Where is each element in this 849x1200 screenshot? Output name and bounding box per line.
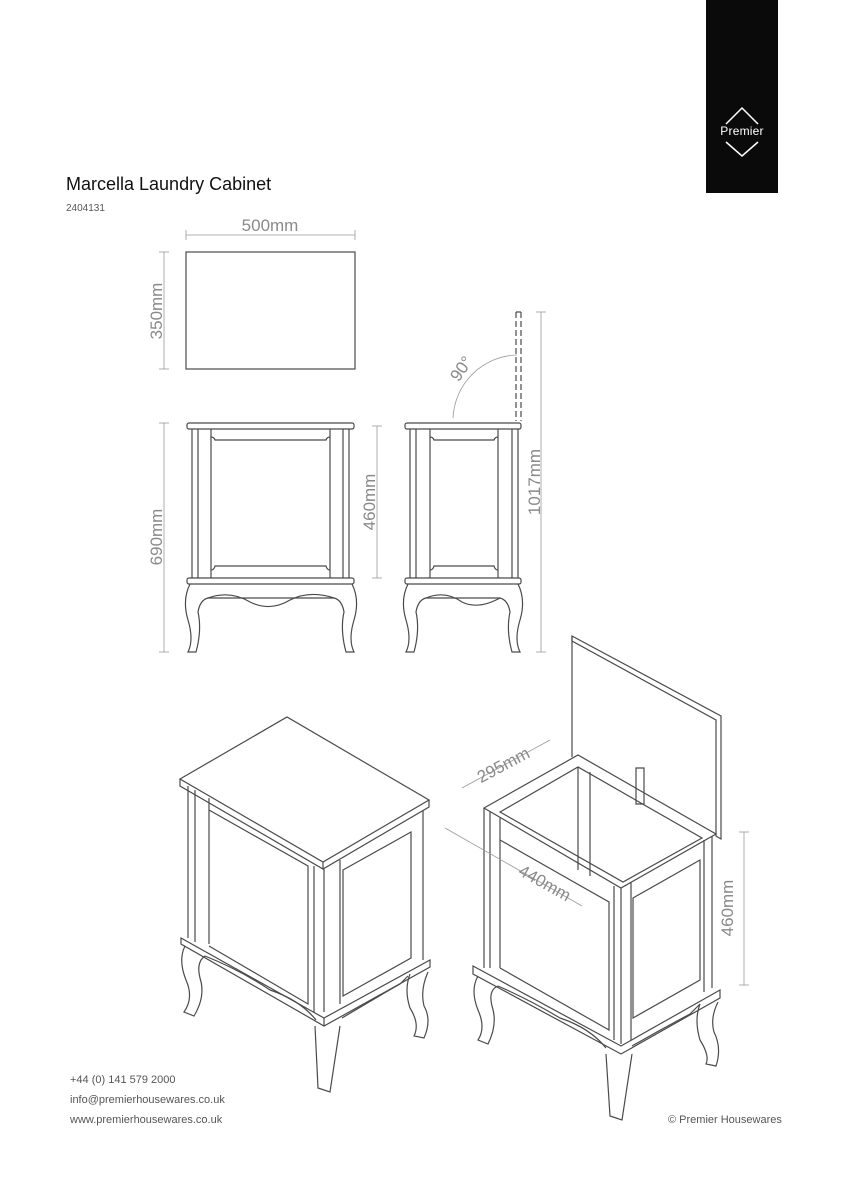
dimension-labels: 500mm 350mm 690mm 460mm 1017mm 90° 295mm…: [147, 216, 737, 936]
side-view: [402, 311, 524, 653]
dim-inner-depth: 295mm: [474, 743, 533, 786]
dim-top-width: 500mm: [242, 216, 299, 235]
isometric-open-view: [472, 634, 722, 1121]
diamond-logo-icon: [725, 106, 759, 157]
top-view: [185, 251, 356, 370]
contact-email[interactable]: info@premierhousewares.co.uk: [70, 1094, 225, 1106]
front-view: [184, 422, 358, 653]
brand-logo-text: Premier: [720, 124, 764, 138]
dim-inner-height: 460mm: [718, 880, 737, 937]
copyright-text: © Premier Housewares: [668, 1114, 782, 1126]
dim-body-height: 460mm: [360, 474, 379, 531]
product-title: Marcella Laundry Cabinet: [66, 174, 272, 194]
dim-lid-angle: 90°: [446, 353, 476, 385]
dimension-lines: [159, 230, 749, 986]
dim-top-depth: 350mm: [147, 283, 166, 340]
dim-open-height: 1017mm: [525, 449, 544, 515]
dim-inner-width: 440mm: [515, 861, 574, 905]
contact-phone: +44 (0) 141 579 2000: [70, 1074, 176, 1086]
contact-website[interactable]: www.premierhousewares.co.uk: [70, 1114, 223, 1126]
isometric-closed-view: [178, 716, 431, 1093]
product-code: 2404131: [66, 203, 105, 214]
brand-logo-band: Premier: [706, 0, 778, 193]
dim-overall-height: 690mm: [147, 509, 166, 566]
